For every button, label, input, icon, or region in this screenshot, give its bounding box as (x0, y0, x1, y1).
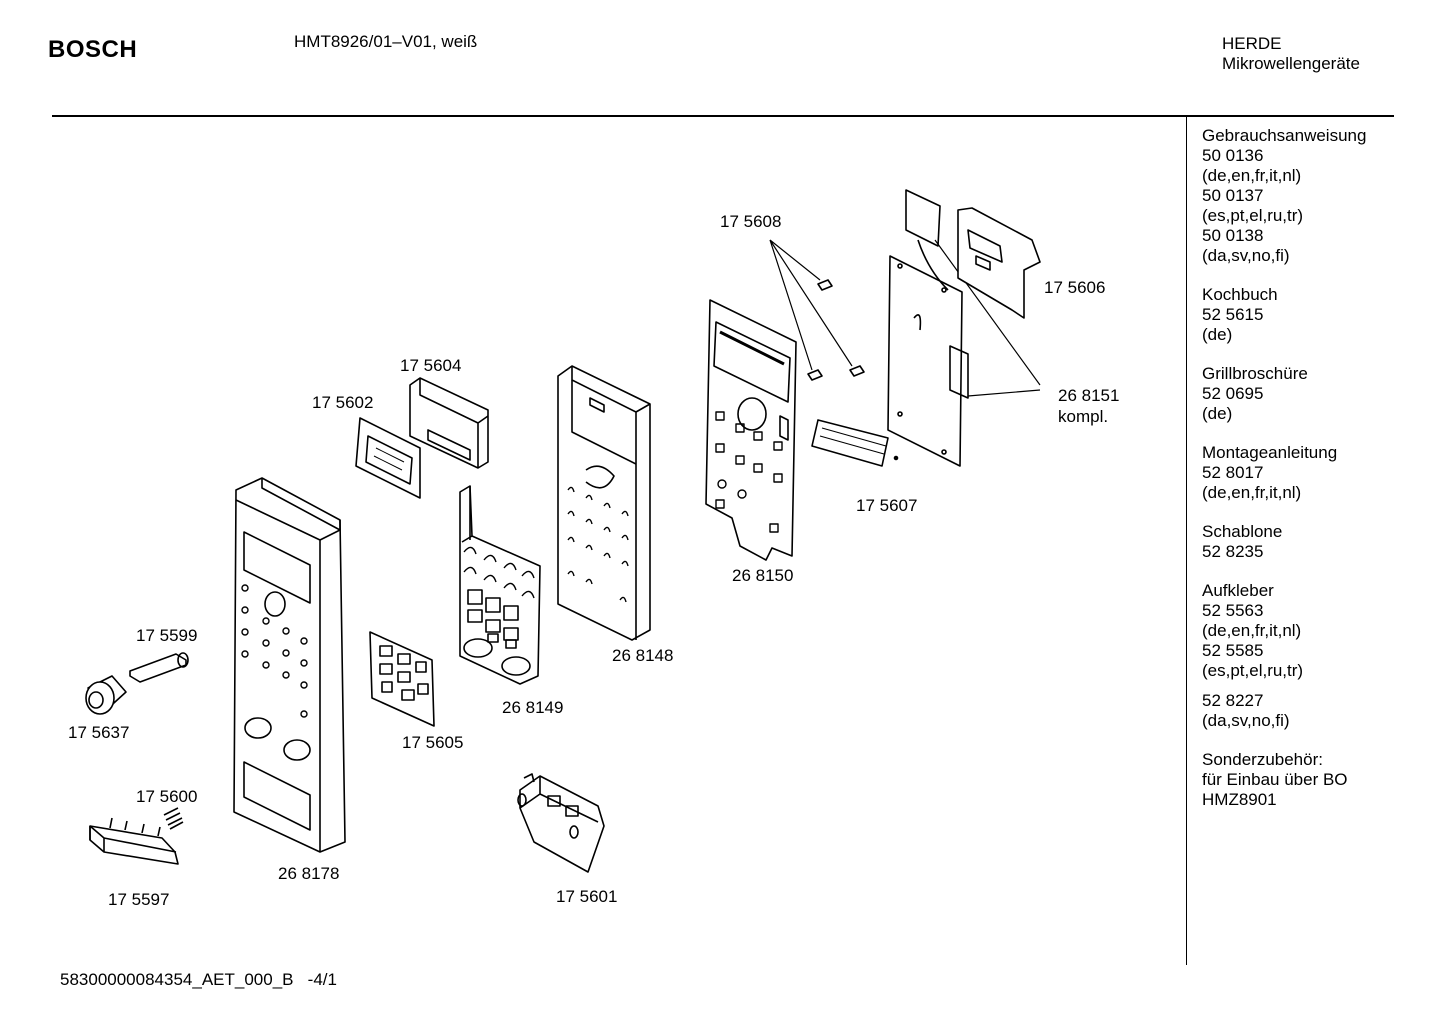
doc-group-aufkleber: Aufkleber 52 5563 (de,en,fr,it,nl) 52 55… (1202, 581, 1432, 731)
sidebar-divider (1186, 117, 1187, 965)
document-id: 58300000084354_AET_000_B (60, 970, 294, 989)
doc-line: (de,en,fr,it,nl) (1202, 621, 1302, 640)
doc-group-title: Grillbroschüre (1202, 364, 1308, 383)
page-number: -4/1 (307, 970, 337, 989)
doc-group-title: Aufkleber (1202, 581, 1274, 600)
doc-line: (de) (1202, 325, 1233, 344)
doc-group-grillbroschuere: Grillbroschüre 52 0695 (de) (1202, 364, 1432, 424)
relay-bracket-drawing (957, 207, 1041, 319)
header-divider (52, 115, 1394, 117)
ribbon-cable-drawing (811, 419, 899, 467)
part-label-175600: 17 5600 (136, 787, 198, 806)
front-panel-drawing (233, 477, 346, 853)
doc-group-schablone: Schablone 52 8235 (1202, 522, 1432, 562)
doc-group-sonderzubehoer: Sonderzubehör: für Einbau über BO HMZ890… (1202, 750, 1432, 810)
main-board-drawing (887, 189, 1041, 467)
doc-group-gebrauchsanweisung: Gebrauchsanweisung 50 0136 (de,en,fr,it,… (1202, 126, 1432, 266)
doc-line: 52 8017 (1202, 463, 1264, 482)
doc-line: (de,en,fr,it,nl) (1202, 483, 1302, 502)
doc-line: 52 5615 (1202, 305, 1264, 324)
exploded-parts-diagram (85, 189, 1041, 873)
doc-group-title: Montageanleitung (1202, 443, 1338, 462)
control-pcb-drawing (705, 299, 797, 561)
doc-group-title: Sonderzubehör: (1202, 750, 1323, 769)
display-bracket-drawing (409, 377, 489, 469)
rubber-keypad-drawing (459, 485, 541, 685)
doc-line: 50 0138 (1202, 226, 1264, 245)
keypad-membrane-drawing (369, 631, 435, 727)
doc-line: 52 8235 (1202, 542, 1264, 561)
doc-line: 52 8227 (1202, 691, 1264, 710)
doc-group-montageanleitung: Montageanleitung 52 8017 (de,en,fr,it,nl… (1202, 443, 1432, 503)
doc-line: (da,sv,no,fi) (1202, 711, 1290, 730)
doc-group-title: Kochbuch (1202, 285, 1278, 304)
doc-group-title: Schablone (1202, 522, 1283, 541)
part-label-175637: 17 5637 (68, 723, 130, 742)
doc-line: (es,pt,el,ru,tr) (1202, 206, 1304, 225)
part-label-175607: 17 5607 (856, 496, 918, 515)
doc-line: (de,en,fr,it,nl) (1202, 166, 1302, 185)
part-label-175605: 17 5605 (402, 733, 464, 752)
part-label-268151: 26 8151 (1058, 386, 1120, 405)
doc-line: 50 0137 (1202, 186, 1264, 205)
part-label-175606: 17 5606 (1044, 278, 1106, 297)
doc-group-kochbuch: Kochbuch 52 5615 (de) (1202, 285, 1432, 345)
part-label-175597: 17 5597 (108, 890, 170, 909)
doc-line: (da,sv,no,fi) (1202, 246, 1290, 265)
model-number: HMT8926/01–V01, weiß (294, 32, 478, 51)
brand-logo: BOSCH (48, 36, 138, 63)
doc-line: (de) (1202, 404, 1233, 423)
key-frame-drawing (557, 365, 651, 641)
documentation-list: Gebrauchsanweisung 50 0136 (de,en,fr,it,… (1202, 126, 1432, 829)
part-label-268148: 26 8148 (612, 646, 674, 665)
display-window-drawing (355, 417, 421, 499)
doc-line: HMZ8901 (1202, 790, 1277, 809)
part-label-268178: 26 8178 (278, 864, 340, 883)
holder-drawing (517, 773, 605, 873)
part-label-175604: 17 5604 (400, 356, 462, 375)
doc-line: für Einbau über BO (1202, 770, 1348, 789)
part-label-175599: 17 5599 (136, 626, 198, 645)
spring-button-drawing (89, 807, 184, 865)
doc-line: 52 5563 (1202, 601, 1264, 620)
part-label-268149: 26 8149 (502, 698, 564, 717)
doc-line: 52 5585 (1202, 641, 1264, 660)
product-category: HERDE Mikrowellengeräte (1222, 34, 1360, 74)
category-line-1: HERDE (1222, 34, 1282, 53)
pins-drawing (769, 239, 865, 381)
part-label-175601: 17 5601 (556, 887, 618, 906)
part-label-268151-note: kompl. (1058, 407, 1109, 426)
document-footer: 58300000084354_AET_000_B -4/1 (60, 970, 337, 990)
doc-line: 52 0695 (1202, 384, 1264, 403)
part-label-175602: 17 5602 (312, 393, 374, 412)
doc-line: 50 0136 (1202, 146, 1264, 165)
knob-drawing (85, 652, 189, 715)
doc-group-title: Gebrauchsanweisung (1202, 126, 1367, 145)
category-line-2: Mikrowellengeräte (1222, 54, 1360, 73)
part-label-175608: 17 5608 (720, 212, 782, 231)
doc-line: (es,pt,el,ru,tr) (1202, 661, 1304, 680)
part-label-268150: 26 8150 (732, 566, 794, 585)
